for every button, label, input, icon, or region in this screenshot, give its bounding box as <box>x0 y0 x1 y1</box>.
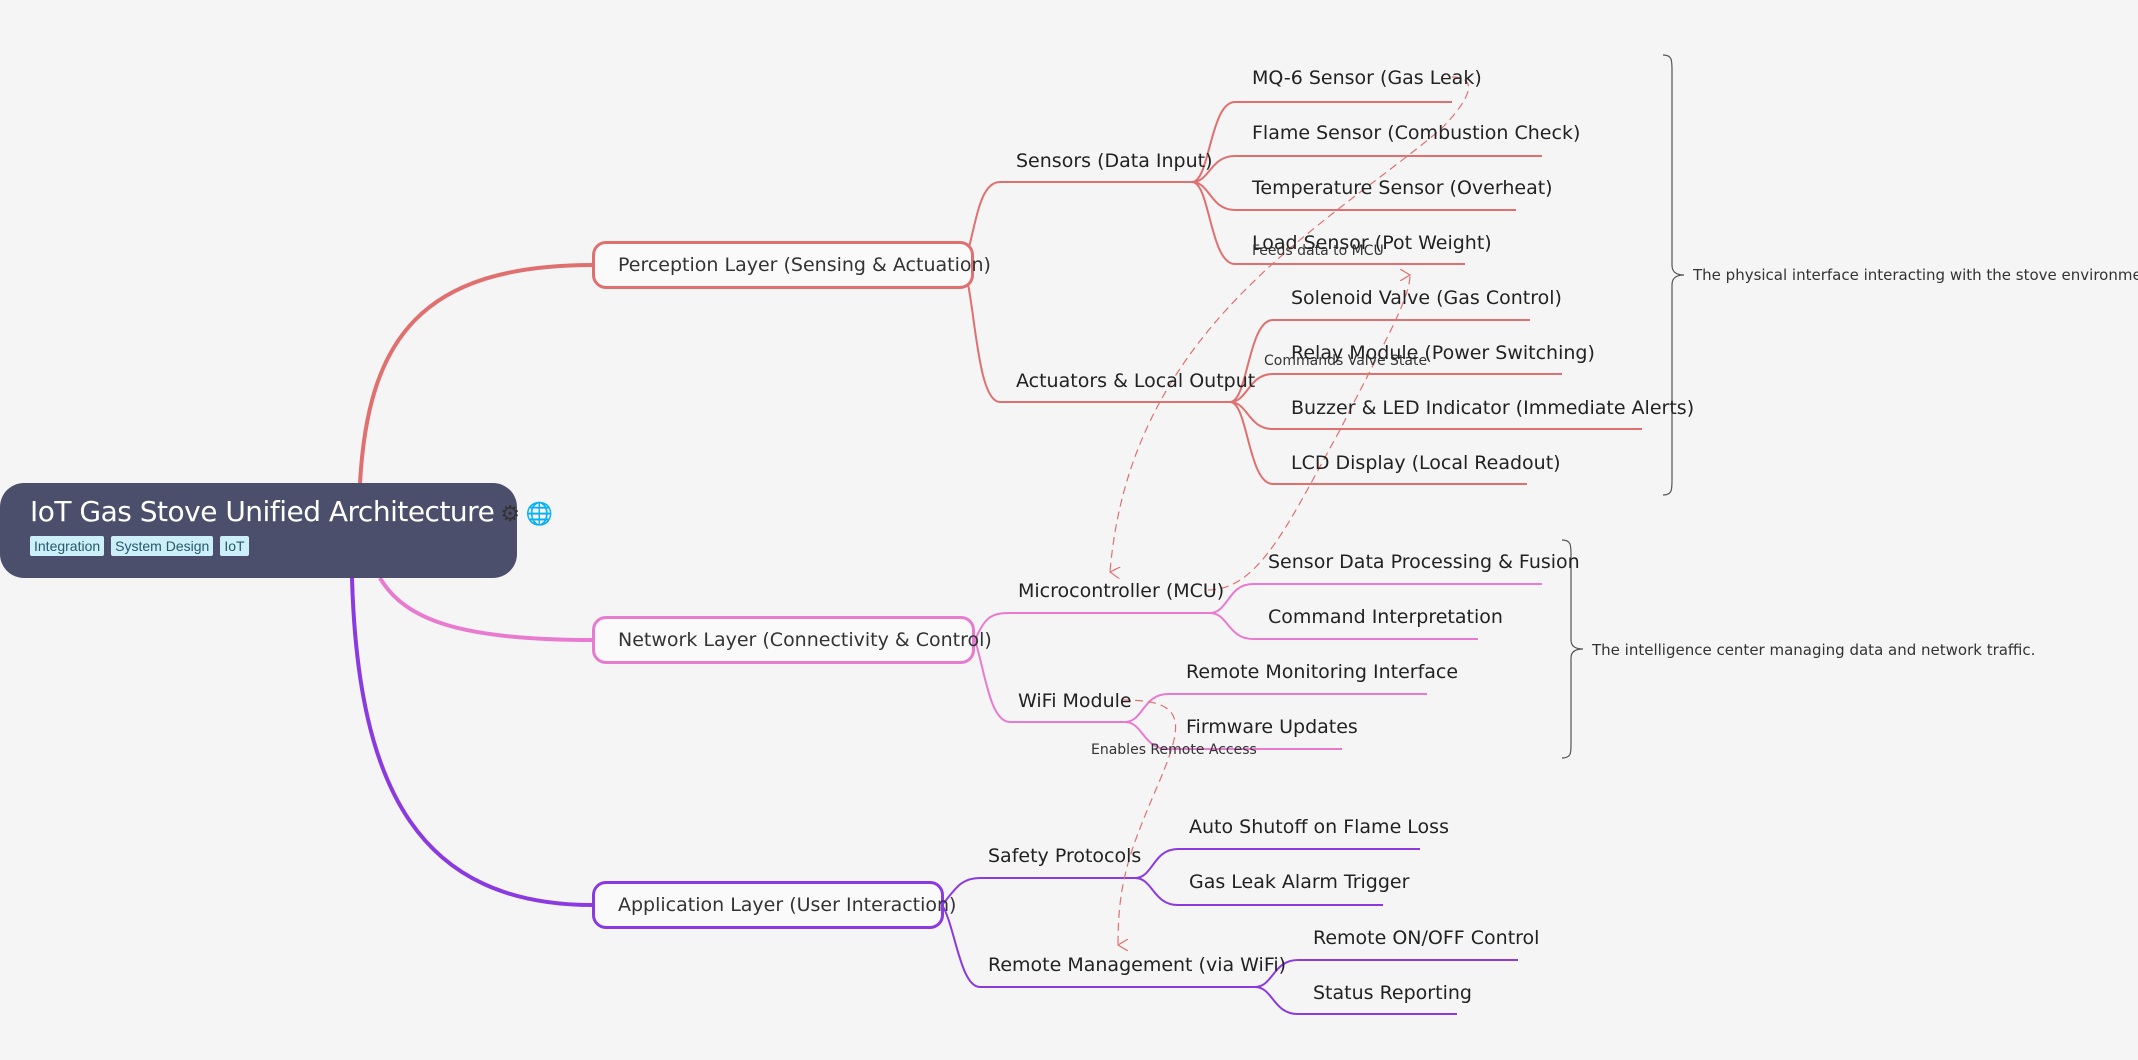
network-summary[interactable]: The intelligence center managing data an… <box>1592 641 2036 659</box>
wifi-firmware-updates[interactable]: Firmware Updates <box>1186 716 1358 738</box>
sensors-topic[interactable]: Sensors (Data Input) <box>1016 150 1213 172</box>
edge-root-application <box>350 577 594 907</box>
perception-summary-bracket <box>1662 54 1685 496</box>
sensor-flame[interactable]: Flame Sensor (Combustion Check) <box>1252 122 1581 144</box>
remote-status-reporting[interactable]: Status Reporting <box>1313 982 1472 1004</box>
gear-icon: ⚙ <box>500 502 520 527</box>
wifi-topic[interactable]: WiFi Module <box>1018 690 1132 712</box>
root-topic[interactable]: IoT Gas Stove Unified Architecture⚙🌐 Int… <box>0 483 553 578</box>
mcu-topic[interactable]: Microcontroller (MCU) <box>1018 580 1225 602</box>
root-title: IoT Gas Stove Unified Architecture <box>30 495 495 528</box>
sensor-mq6[interactable]: MQ-6 Sensor (Gas Leak) <box>1252 67 1482 89</box>
sensor-load[interactable]: Load Sensor (Pot Weight) <box>1252 232 1492 254</box>
relation-enables-remote <box>1118 699 1177 945</box>
tag-iot[interactable]: IoT <box>220 536 249 556</box>
network-summary-bracket <box>1561 539 1584 759</box>
mcu-command[interactable]: Command Interpretation <box>1268 606 1503 628</box>
actuator-lcd[interactable]: LCD Display (Local Readout) <box>1291 452 1561 474</box>
actuator-solenoid[interactable]: Solenoid Valve (Gas Control) <box>1291 287 1562 309</box>
actuators-topic[interactable]: Actuators & Local Output <box>1016 370 1256 392</box>
remote-topic[interactable]: Remote Management (via WiFi) <box>988 954 1287 976</box>
globe-icon: 🌐 <box>525 502 553 527</box>
actuator-buzzer-led[interactable]: Buzzer & LED Indicator (Immediate Alerts… <box>1291 397 1695 419</box>
relation-label-feeds-mcu[interactable]: Feeds data to MCU <box>1252 243 1384 259</box>
safety-gas-alarm[interactable]: Gas Leak Alarm Trigger <box>1189 871 1410 893</box>
sensor-temperature[interactable]: Temperature Sensor (Overheat) <box>1252 177 1553 199</box>
mcu-processing[interactable]: Sensor Data Processing & Fusion <box>1268 551 1580 573</box>
safety-auto-shutoff[interactable]: Auto Shutoff on Flame Loss <box>1189 816 1449 838</box>
perception-layer-topic[interactable]: Perception Layer (Sensing & Actuation) <box>592 241 991 289</box>
edge-root-perception <box>358 263 594 484</box>
tag-integration[interactable]: Integration <box>30 536 105 556</box>
relation-label-commands-valve[interactable]: Commands Valve State <box>1264 353 1428 369</box>
remote-on-off[interactable]: Remote ON/OFF Control <box>1313 927 1540 949</box>
wifi-remote-monitoring[interactable]: Remote Monitoring Interface <box>1186 661 1459 683</box>
relation-feeds-mcu <box>1110 76 1470 572</box>
actuator-relay[interactable]: Relay Module (Power Switching) <box>1291 342 1595 364</box>
tag-system-design[interactable]: System Design <box>111 536 214 556</box>
network-layer-topic[interactable]: Network Layer (Connectivity & Control) <box>592 616 992 664</box>
application-layer-topic[interactable]: Application Layer (User Interaction) <box>592 881 956 929</box>
relation-label-enables-remote[interactable]: Enables Remote Access <box>1091 742 1257 758</box>
edge-root-network <box>378 576 594 642</box>
safety-topic[interactable]: Safety Protocols <box>988 845 1142 867</box>
perception-summary[interactable]: The physical interface interacting with … <box>1693 266 2138 284</box>
relation-commands-valve <box>1207 275 1410 591</box>
tag-list: Integration System Design IoT <box>30 536 517 556</box>
